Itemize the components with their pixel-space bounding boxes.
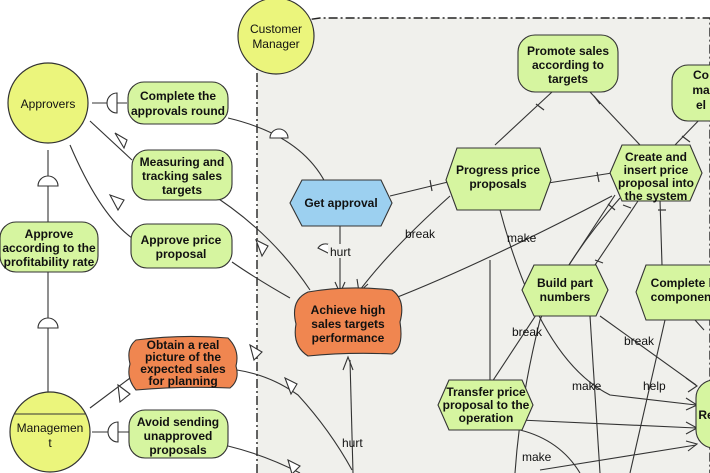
svg-text:proposal into: proposal into [618, 176, 694, 190]
actor-management-line2: t [48, 436, 52, 450]
svg-text:proposal: proposal [156, 247, 207, 261]
label-make-top: make [507, 231, 537, 245]
task-complete-component[interactable]: Complete k component [635, 264, 710, 321]
svg-text:unapproved: unapproved [144, 429, 213, 443]
svg-text:Complete the: Complete the [140, 89, 216, 103]
goal-bottom-right-partial[interactable]: Re [695, 379, 710, 449]
svg-text:Approve price: Approve price [141, 233, 222, 247]
svg-text:Approve: Approve [25, 227, 74, 241]
svg-text:insert price: insert price [624, 163, 689, 177]
goal-promote-sales[interactable]: Promote sales according to targets [517, 34, 619, 93]
label-break-right: break [624, 334, 655, 348]
actor-customer-manager[interactable]: Customer Manager [237, 0, 315, 75]
svg-text:according to: according to [532, 58, 604, 72]
svg-text:numbers: numbers [540, 290, 591, 304]
label-break-mid: break [512, 325, 543, 339]
svg-text:Build part: Build part [537, 276, 593, 290]
label-hurt-top: hurt [330, 245, 351, 259]
label-break-left: break [405, 227, 436, 241]
task-create-insert[interactable]: Create and insert price proposal into th… [609, 144, 703, 203]
svg-text:proposals: proposals [469, 177, 527, 191]
svg-text:Achieve high: Achieve high [311, 303, 386, 317]
softgoal-achieve-high[interactable]: Achieve high sales targets performance [293, 287, 403, 357]
goal-approve-profitability[interactable]: Approve according to the profitability r… [0, 221, 99, 273]
svg-text:expected sales: expected sales [140, 362, 226, 376]
svg-text:sales targets: sales targets [311, 317, 385, 331]
svg-text:el: el [696, 98, 706, 112]
link-markers [37, 92, 336, 473]
actor-management[interactable]: Managemen t [9, 391, 91, 473]
svg-text:profitability rate: profitability rate [4, 255, 95, 269]
label-make-mid: make [572, 379, 602, 393]
svg-text:Get approval: Get approval [304, 196, 377, 210]
svg-text:proposals: proposals [149, 443, 207, 457]
edge-labels: hurt break make break break make help hu… [328, 227, 666, 464]
svg-text:for planning: for planning [148, 374, 217, 388]
svg-text:proposal to the: proposal to the [443, 398, 530, 412]
label-help: help [643, 379, 666, 393]
actor-approvers-label: Approvers [21, 97, 76, 111]
goal-avoid-sending[interactable]: Avoid sending unapproved proposals [128, 409, 229, 459]
actor-customer-manager-line1: Customer [250, 22, 302, 36]
svg-text:picture of the: picture of the [145, 350, 221, 364]
goal-top-right-partial[interactable]: Co ma el [671, 64, 710, 122]
softgoal-obtain-real[interactable]: Obtain a real picture of the expected sa… [128, 335, 238, 391]
svg-text:operation: operation [459, 411, 514, 425]
task-progress-price[interactable]: Progress price proposals [445, 147, 552, 211]
svg-text:Progress price: Progress price [456, 163, 540, 177]
goal-approve-price[interactable]: Approve price proposal [130, 223, 233, 269]
svg-text:Measuring and: Measuring and [140, 155, 225, 169]
label-hurt-bottom: hurt [342, 436, 363, 450]
svg-text:targets: targets [162, 183, 202, 197]
task-get-approval[interactable]: Get approval [289, 179, 393, 227]
svg-text:targets: targets [548, 72, 588, 86]
svg-text:Co: Co [693, 68, 709, 82]
svg-text:Transfer price: Transfer price [446, 385, 526, 399]
actor-management-line1: Managemen [17, 421, 84, 435]
svg-text:approvals round: approvals round [131, 104, 225, 118]
goal-measuring-tracking[interactable]: Measuring and tracking sales targets [131, 149, 233, 201]
svg-text:ma: ma [692, 83, 710, 97]
svg-text:the system: the system [625, 189, 688, 203]
svg-text:component: component [651, 290, 710, 304]
svg-text:according to the: according to the [2, 241, 96, 255]
task-build-part[interactable]: Build part numbers [521, 264, 609, 317]
task-transfer-price[interactable]: Transfer price proposal to the operation [437, 379, 534, 431]
svg-text:Avoid sending: Avoid sending [137, 415, 219, 429]
svg-text:Obtain a real: Obtain a real [147, 338, 220, 352]
goal-complete-approvals[interactable]: Complete the approvals round [127, 81, 229, 125]
label-make-bottom: make [522, 450, 552, 464]
svg-text:Re: Re [698, 408, 710, 422]
svg-text:Promote sales: Promote sales [527, 44, 609, 58]
svg-text:performance: performance [312, 331, 385, 345]
svg-text:tracking sales: tracking sales [142, 169, 222, 183]
tick-marks [429, 95, 691, 264]
svg-text:Create and: Create and [625, 150, 687, 164]
actor-customer-manager-line2: Manager [252, 37, 299, 51]
actor-approvers[interactable]: Approvers [7, 62, 89, 144]
svg-text:Complete k: Complete k [651, 276, 710, 290]
